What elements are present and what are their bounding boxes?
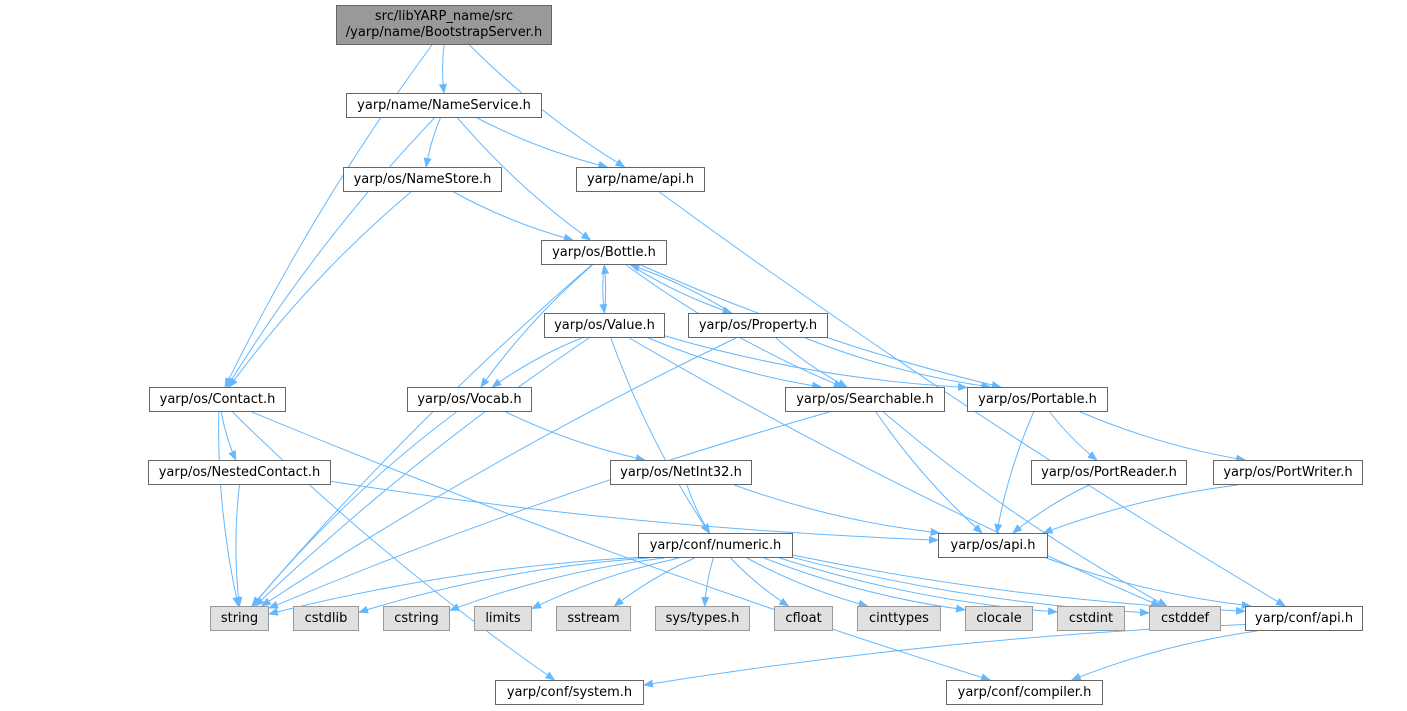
node-clocale[interactable]: clocale <box>965 606 1033 631</box>
node-cstdlib[interactable]: cstdlib <box>293 606 359 631</box>
node-conf-numeric[interactable]: yarp/conf/numeric.h <box>638 533 793 558</box>
edge-bottle-to-value <box>599 264 608 314</box>
edge-searchable-to-string <box>268 411 830 609</box>
edge-vocab-to-netint32 <box>505 411 646 463</box>
edge-namestore-to-contact <box>228 191 412 388</box>
edge-numeric-to-string <box>268 556 639 616</box>
edge-property-to-portable <box>805 337 992 390</box>
edge-portable-to-osapi <box>994 411 1035 534</box>
node-conf-api[interactable]: yarp/conf/api.h <box>1245 606 1363 631</box>
edge-netint32-to-osapi <box>734 484 941 536</box>
edge-netint32-to-numeric <box>686 484 711 534</box>
node-value[interactable]: yarp/os/Value.h <box>544 313 665 338</box>
node-vocab[interactable]: yarp/os/Vocab.h <box>407 387 532 412</box>
edge-confapi-to-system <box>643 623 1246 688</box>
node-property[interactable]: yarp/os/Property.h <box>688 313 828 338</box>
node-portreader[interactable]: yarp/os/PortReader.h <box>1031 460 1187 485</box>
edge-property-to-searchable <box>775 337 848 388</box>
edge-numeric-to-systypes <box>701 557 714 607</box>
node-portable[interactable]: yarp/os/Portable.h <box>967 387 1108 412</box>
node-namestore[interactable]: yarp/os/NameStore.h <box>343 167 502 192</box>
edge-numeric-to-cinttypes <box>746 557 869 608</box>
edge-portwriter-to-osapi <box>1042 484 1238 534</box>
node-searchable[interactable]: yarp/os/Searchable.h <box>785 387 945 412</box>
node-bottle[interactable]: yarp/os/Bottle.h <box>541 240 667 265</box>
edge-numeric-to-confapi <box>792 554 1246 615</box>
edge-vocab-to-string <box>251 411 457 607</box>
edge-value-to-bottle <box>601 264 610 314</box>
node-limits[interactable]: limits <box>474 606 532 631</box>
edge-property-to-bottle <box>629 264 732 314</box>
edge-portreader-to-osapi <box>1012 484 1090 534</box>
edge-root-to-nameservice <box>438 44 447 94</box>
edge-portable-to-portreader <box>1049 411 1098 461</box>
edge-value-to-vocab <box>491 337 582 388</box>
node-sstream[interactable]: sstream <box>556 606 631 631</box>
edge-root-to-contact <box>224 44 433 388</box>
edge-osapi-to-confapi <box>1046 557 1252 609</box>
node-conf-system[interactable]: yarp/conf/system.h <box>495 680 644 705</box>
edge-property-to-string <box>260 337 737 607</box>
edge-value-to-portable <box>664 335 968 391</box>
node-cstddef[interactable]: cstddef <box>1149 606 1221 631</box>
edge-value-to-cstddef <box>629 337 1162 607</box>
node-cstdint[interactable]: cstdint <box>1057 606 1125 631</box>
edge-contact-to-string <box>218 411 241 607</box>
edge-portable-to-portwriter <box>1080 411 1247 463</box>
edge-contact-to-compiler <box>251 411 992 682</box>
edge-numeric-to-cstring <box>449 557 665 611</box>
node-cinttypes[interactable]: cinttypes <box>857 606 941 631</box>
node-os-api[interactable]: yarp/os/api.h <box>938 533 1048 558</box>
node-cfloat[interactable]: cfloat <box>774 606 833 631</box>
edge-value-to-searchable <box>648 337 822 390</box>
node-string[interactable]: string <box>210 606 269 631</box>
edge-nameservice-to-bottle <box>457 117 592 241</box>
edge-confapi-to-compiler <box>1070 630 1257 681</box>
edge-numeric-to-cstdlib <box>358 557 649 614</box>
edge-bottle-to-vocab <box>480 264 593 388</box>
edge-nestedcontact-to-string <box>234 484 243 607</box>
node-netint32[interactable]: yarp/os/NetInt32.h <box>610 460 752 485</box>
edge-searchable-to-cstddef <box>882 411 1168 607</box>
edge-bottle-to-property <box>630 264 733 314</box>
edge-nameservice-to-nameapi <box>476 117 609 169</box>
node-nameservice[interactable]: yarp/name/NameService.h <box>346 93 542 118</box>
edge-contact-to-system <box>232 411 556 681</box>
node-portwriter[interactable]: yarp/os/PortWriter.h <box>1213 460 1363 485</box>
edge-bottle-to-string <box>251 264 592 607</box>
edge-numeric-to-limits <box>531 557 680 609</box>
edge-value-to-numeric <box>610 337 710 534</box>
edge-searchable-to-osapi <box>875 411 983 534</box>
edge-root-to-nameapi <box>469 44 626 168</box>
edge-namestore-to-bottle <box>453 191 574 242</box>
node-contact[interactable]: yarp/os/Contact.h <box>149 387 286 412</box>
node-nestedcontact[interactable]: yarp/os/NestedContact.h <box>148 460 331 485</box>
edge-nameservice-to-contact <box>226 117 435 388</box>
node-name-api[interactable]: yarp/name/api.h <box>576 167 705 192</box>
node-root-bootstrapserver[interactable]: src/libYARP_name/src /yarp/name/Bootstra… <box>336 5 552 45</box>
edge-nameservice-to-namestore <box>423 117 441 168</box>
node-cstring[interactable]: cstring <box>383 606 450 631</box>
edge-nestedcontact-to-osapi <box>330 480 939 544</box>
edge-numeric-to-clocale <box>763 557 966 613</box>
edge-contact-to-nestedcontact <box>220 411 237 461</box>
edge-numeric-to-sstream <box>613 557 695 607</box>
node-sys-types[interactable]: sys/types.h <box>655 606 750 631</box>
edge-numeric-to-cfloat <box>730 557 790 607</box>
edge-value-to-string <box>254 337 590 607</box>
node-conf-compiler[interactable]: yarp/conf/compiler.h <box>946 680 1103 705</box>
